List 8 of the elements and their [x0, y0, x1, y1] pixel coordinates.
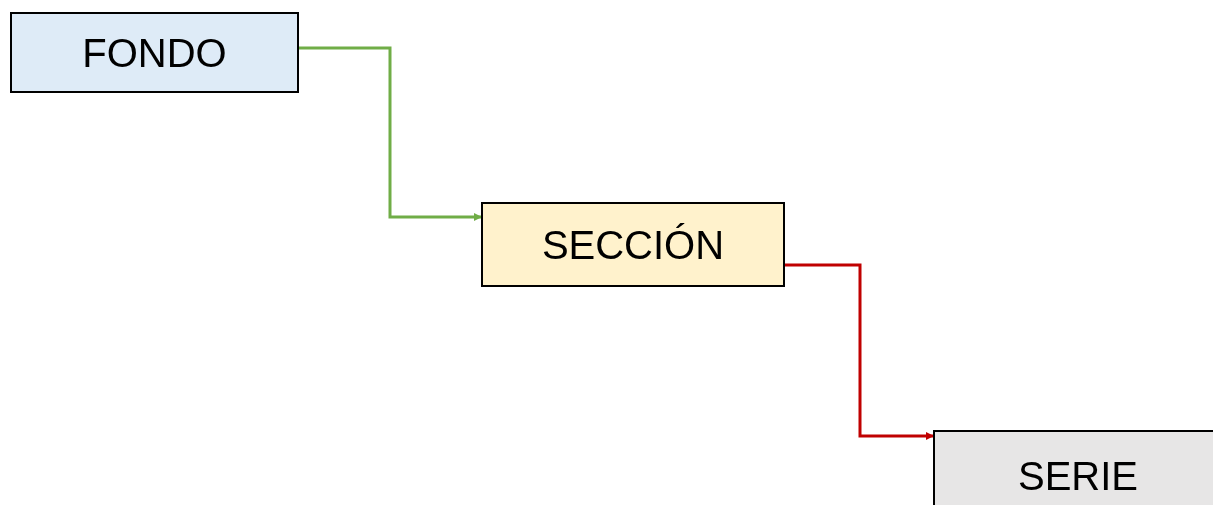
- box-label: SERIE: [1017, 454, 1138, 498]
- elbow-arrow: [299, 46, 482, 221]
- category-box: [933, 430, 1213, 505]
- category-box: [481, 202, 785, 287]
- category-box: [10, 12, 299, 93]
- elbow-arrow: [785, 263, 934, 440]
- box-label: FONDO: [82, 30, 227, 75]
- box-label: SECCIÓN: [541, 222, 725, 267]
